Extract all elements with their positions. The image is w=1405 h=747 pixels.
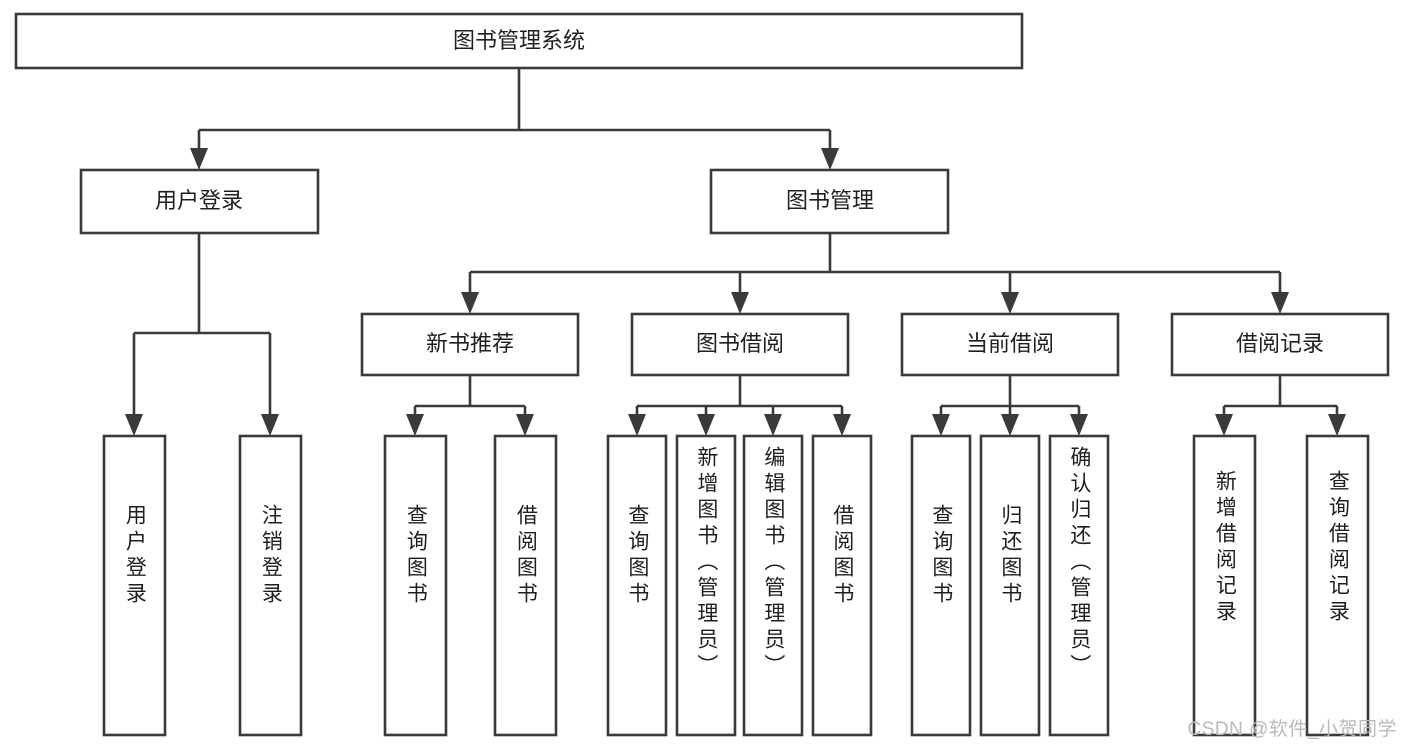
node-book-borrow-label: 图书借阅 [696,331,784,356]
leaf-box-new-book-2[interactable] [493,434,558,737]
node-book-borrow-box[interactable] [630,312,850,377]
node-current-borrow-box[interactable] [900,312,1120,377]
connector-group-borrow-record-children [1215,375,1346,436]
node-user-login-label: 用户登录 [155,188,243,213]
leaf-box-book-borrow-4[interactable] [811,434,873,737]
node-borrow-record[interactable]: 借阅记录 [1170,312,1390,377]
leaf-box-book-borrow-2[interactable] [675,434,737,737]
leaf-boxes-book-borrow [606,434,873,737]
arrow-head-leaf-new-book-2 [516,414,534,436]
leaf-boxes-current-borrow [910,434,1110,737]
arrow-head-leaf-new-book-1 [406,414,424,436]
node-book-manage-label: 图书管理 [786,188,874,213]
leaf-boxes-borrow-record [1192,434,1370,737]
arrow-head-leaf-user-login-2 [261,414,279,436]
node-user-login[interactable]: 用户登录 [79,168,320,235]
leaf-box-current-borrow-1[interactable] [910,434,972,737]
arrow-head-leaf-current-borrow-3 [1070,414,1088,436]
leaf-box-current-borrow-3[interactable] [1048,434,1110,737]
arrow-head-leaf-current-borrow-1 [932,414,950,436]
leaf-box-borrow-record-1[interactable] [1192,434,1257,737]
node-root[interactable]: 图书管理系统 [14,12,1024,70]
connector-group-book-borrow-children [628,375,851,436]
arrow-head-book-manage [821,148,839,170]
node-new-book-recommend-label: 新书推荐 [426,331,514,356]
node-borrow-record-label: 借阅记录 [1236,331,1324,356]
node-current-borrow[interactable]: 当前借阅 [900,312,1120,377]
node-new-book-recommend-box[interactable] [360,312,580,377]
arrow-head-leaf-book-borrow-2 [697,414,715,436]
node-root-box[interactable] [14,12,1024,70]
arrow-head-leaf-book-borrow-4 [833,414,851,436]
connector-group-root [190,68,839,170]
node-borrow-record-box[interactable] [1170,312,1390,377]
arrow-head-current-borrow [1001,292,1019,314]
node-book-manage[interactable]: 图书管理 [709,168,950,235]
arrow-head-leaf-book-borrow-1 [628,414,646,436]
leaf-box-book-borrow-3[interactable] [742,434,804,737]
arrow-head-borrow-record [1271,292,1289,314]
arrow-head-new-book [461,292,479,314]
connector-group-current-borrow-children [932,375,1088,436]
connector-group-new-book-children [406,375,534,436]
arrow-head-user-login [190,148,208,170]
leaf-box-new-book-1[interactable] [383,434,448,737]
node-book-borrow[interactable]: 图书借阅 [630,312,850,377]
node-root-label: 图书管理系统 [453,28,585,53]
leaf-boxes-new-book [383,434,558,737]
node-current-borrow-label: 当前借阅 [966,331,1054,356]
arrow-head-leaf-user-login-1 [125,414,143,436]
leaf-box-current-borrow-2[interactable] [979,434,1041,737]
connector-group-user-login-children [125,233,279,436]
leaf-box-user-login-2[interactable] [238,434,303,737]
arrow-head-leaf-borrow-record-2 [1328,414,1346,436]
leaf-box-book-borrow-1[interactable] [606,434,668,737]
connector-group-book-manage [461,233,1289,314]
leaf-boxes-user-login [102,434,303,737]
leaf-box-user-login-1[interactable] [102,434,167,737]
leaf-box-borrow-record-2[interactable] [1305,434,1370,737]
node-book-manage-box[interactable] [709,168,950,235]
node-user-login-box[interactable] [79,168,320,235]
arrow-head-leaf-borrow-record-1 [1215,414,1233,436]
arrow-head-book-borrow [731,292,749,314]
node-new-book-recommend[interactable]: 新书推荐 [360,312,580,377]
arrow-head-leaf-book-borrow-3 [764,414,782,436]
csdn-watermark: CSDN @软件_小贺同学 [1187,719,1397,740]
arrow-head-leaf-current-borrow-2 [1001,414,1019,436]
